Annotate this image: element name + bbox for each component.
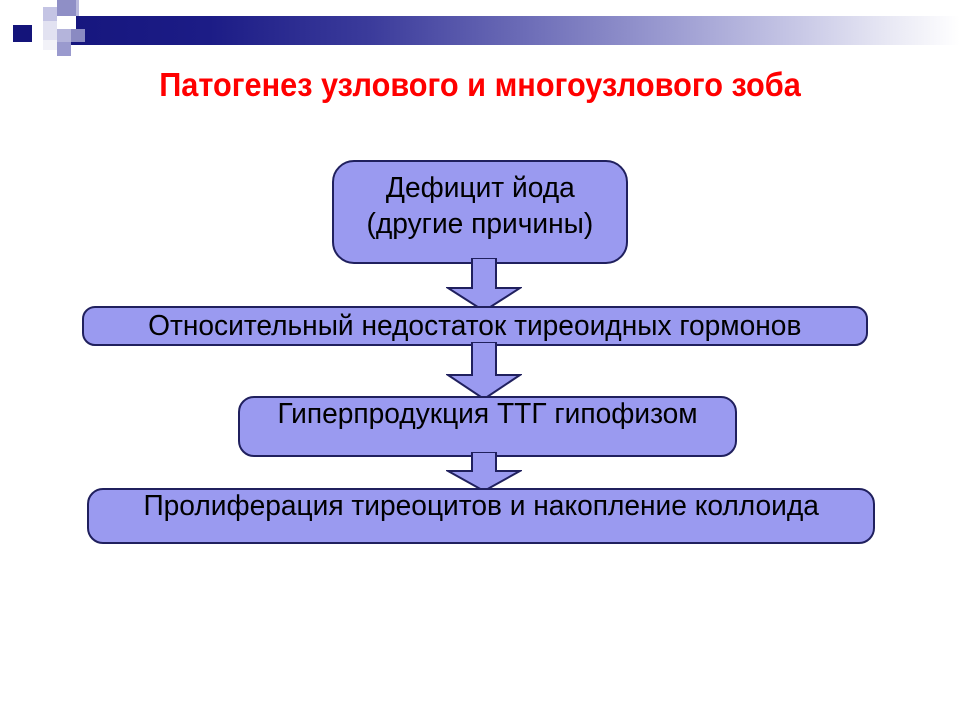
banner-square-c [43, 21, 57, 40]
slide-header-banner [0, 0, 960, 60]
flow-step-3-line-1: Гиперпродукция ТТГ гипофизом [277, 398, 698, 430]
banner-square-b [57, 0, 76, 16]
flow-step-2-line-1: Относительный недостаток тиреоидных горм… [148, 310, 802, 342]
banner-gradient-bar [66, 16, 960, 45]
banner-square-d [57, 16, 76, 29]
flow-step-4: Пролиферация тиреоцитов и накопление кол… [87, 488, 875, 544]
flow-step-1-line-1: Дефицит йода [385, 172, 575, 204]
banner-square-f [71, 29, 85, 42]
banner-square-h [57, 42, 71, 56]
banner-square-e [57, 29, 71, 42]
flow-arrow-1-down-icon [446, 258, 522, 312]
flow-step-4-line-1: Пролиферация тиреоцитов и накопление кол… [143, 490, 819, 522]
slide-title: Патогенез узлового и многоузлового зоба [159, 66, 801, 103]
flow-arrow-2-down-icon [446, 342, 522, 400]
banner-square-a [43, 7, 57, 21]
flow-step-3: Гиперпродукция ТТГ гипофизом [238, 396, 737, 457]
banner-accent-square [13, 25, 32, 42]
banner-white-strip [32, 0, 43, 46]
flow-step-2: Относительный недостаток тиреоидных горм… [82, 306, 868, 346]
flow-step-1-line-2: (другие причины) [366, 208, 594, 240]
flow-step-1: Дефицит йода (другие причины) [332, 160, 628, 264]
flow-arrow-3-down-icon [446, 452, 522, 492]
banner-square-g [43, 40, 57, 50]
